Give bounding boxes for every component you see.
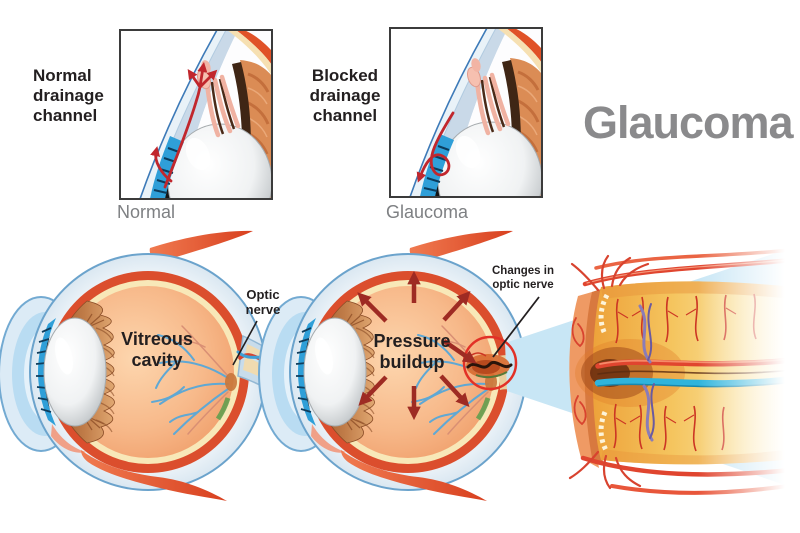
page-title: Glaucoma (583, 97, 794, 148)
inset-blocked-drainage (390, 28, 542, 238)
label-optic-nerve: Optic nerve (245, 287, 281, 318)
pressure-arrows (357, 270, 477, 421)
pointer-line-optic-nerve (232, 320, 258, 366)
pointer-line-changes (492, 296, 540, 358)
magnified-optic-nerve (568, 238, 800, 500)
inset-blocked-border (389, 27, 543, 198)
inset-normal-border (119, 29, 273, 200)
lamina-cribrosa-bottom (598, 411, 610, 454)
fade-overlay (698, 238, 800, 500)
inset-normal-drainage (120, 30, 272, 240)
drainage-flow-arrows (150, 62, 218, 189)
label-normal-drainage-channel: Normal drainage channel (33, 66, 104, 126)
caption-normal: Normal (117, 202, 176, 222)
label-changes-in-optic-nerve: Changes in optic nerve (492, 265, 554, 292)
caption-glaucoma: Glaucoma (386, 202, 469, 222)
blocked-flow-arrow (416, 111, 455, 183)
lamina-cribrosa-top (598, 293, 610, 336)
damaged-optic-nerve-head (466, 352, 513, 379)
label-pressure-buildup: Pressure buildup (373, 331, 451, 373)
twisted-vessels (638, 303, 655, 442)
label-vitreous-cavity: Vitreous cavity (121, 329, 193, 371)
label-blocked-drainage-channel: Blocked drainage channel (309, 66, 381, 126)
